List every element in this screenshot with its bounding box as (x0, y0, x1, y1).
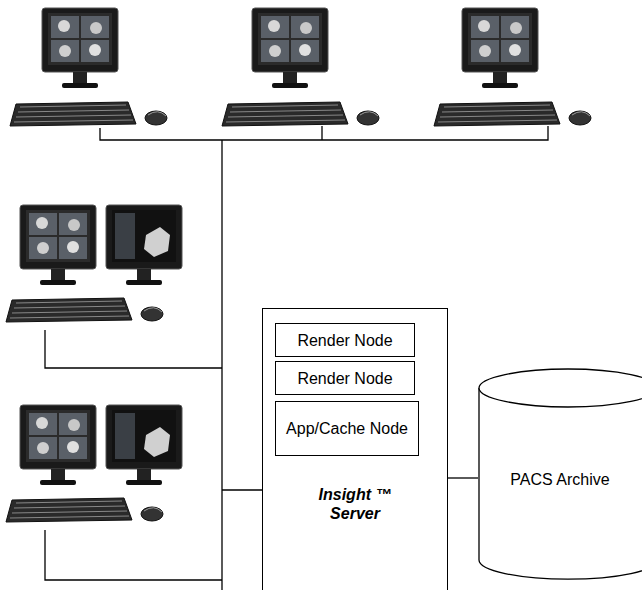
node-label: Render Node (289, 329, 400, 352)
server-box: Insight ™ ServerRender NodeRender NodeAp… (262, 308, 448, 590)
node-label: Render Node (289, 367, 400, 390)
render-node-box: Render Node (275, 323, 415, 357)
node-label: PACS Archive (478, 368, 642, 580)
node-label: App/Cache Node (278, 417, 416, 440)
archive-cylinder: PACS Archive (478, 368, 642, 580)
render-node-box: Render Node (275, 361, 415, 395)
cache-node-box: App/Cache Node (275, 401, 419, 456)
network-link (448, 478, 478, 479)
server-label: Insight ™ Server (263, 485, 447, 523)
